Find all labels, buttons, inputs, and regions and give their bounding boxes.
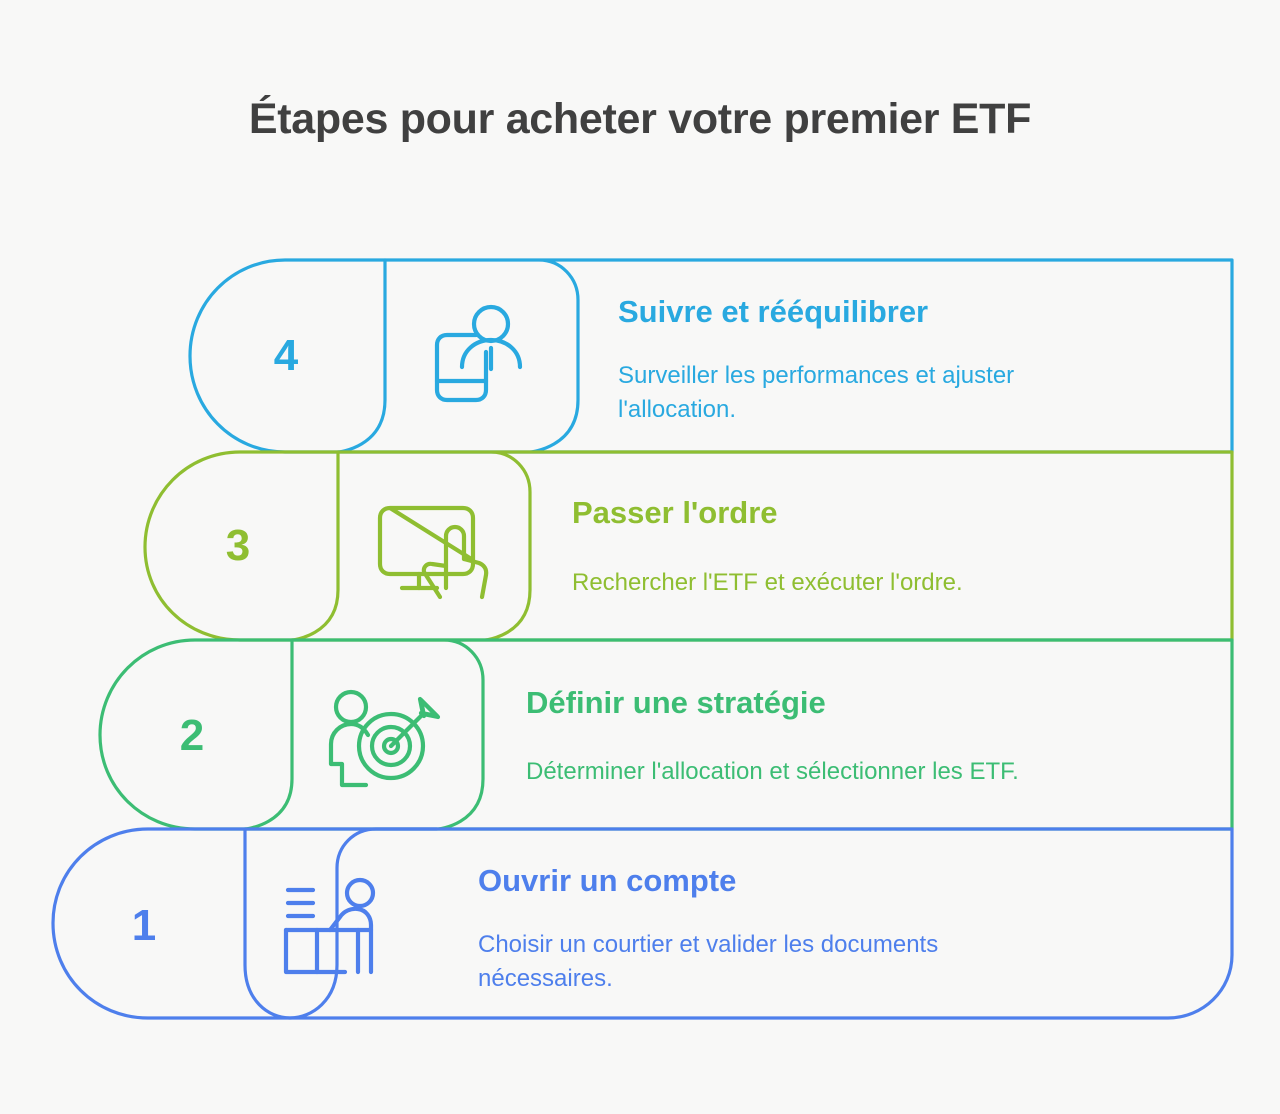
step-row-4[interactable]: 4 Suivre et rééquilibrer Surveiller les … [188, 258, 1234, 454]
step-3-divider-1 [290, 450, 340, 642]
page-title: Étapes pour acheter votre premier ETF [248, 95, 1032, 143]
person-at-desk-icon [283, 877, 376, 975]
step-3-number: 3 [226, 521, 250, 570]
step-3-title: Passer l'ordre [572, 495, 778, 530]
step-1-number: 1 [132, 901, 156, 950]
person-target-arrow-icon [328, 689, 441, 788]
step-4-number: 4 [274, 331, 299, 380]
step-1-title: Ouvrir un compte [478, 863, 736, 898]
step-4-divider-1 [336, 258, 387, 454]
step-1-desc-line-2: nécessaires. [478, 965, 613, 992]
step-2-divider-1 [243, 638, 294, 831]
step-3-outline [143, 450, 1234, 642]
step-4-desc-line-1: Surveiller les performances et ajuster [618, 362, 1014, 389]
step-1-outline [51, 827, 1234, 1020]
person-with-phone-icon [434, 304, 523, 403]
step-2-title: Définir une stratégie [526, 685, 826, 720]
step-2-desc-line-1: Déterminer l'allocation et sélectionner … [526, 758, 1019, 785]
step-4-outline [188, 258, 1234, 454]
step-2-number: 2 [180, 711, 204, 760]
step-3-desc-line-1: Rechercher l'ETF et exécuter l'ordre. [572, 569, 963, 596]
step-1-divider-1 [243, 827, 439, 1020]
step-row-1[interactable]: 1 Ouvrir un compte Choisir un courtier e… [51, 827, 1234, 1020]
step-row-2[interactable]: 2 Définir une stratégie Déterminer l'all… [98, 638, 1234, 831]
monitor-click-icon [377, 505, 489, 600]
step-1-desc-line-1: Choisir un courtier et valider les docum… [478, 931, 938, 958]
step-4-title: Suivre et rééquilibrer [618, 294, 928, 329]
step-4-desc-line-2: l'allocation. [618, 396, 736, 423]
step-2-outline [98, 638, 1234, 831]
step-row-3[interactable]: 3 Passer l'ordre Rechercher l'ETF et exé… [143, 450, 1234, 642]
